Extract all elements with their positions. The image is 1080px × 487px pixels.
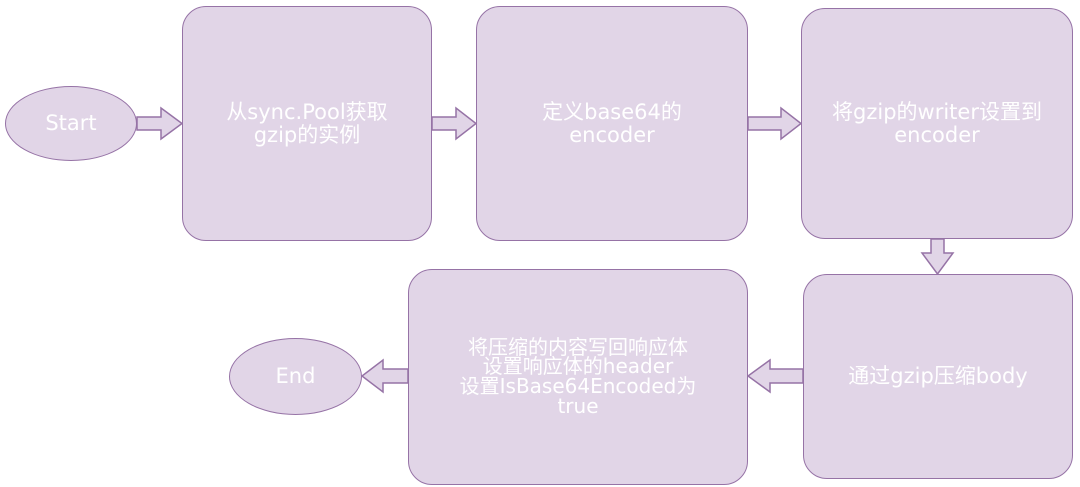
arrow-step2-to-step3 (747, 106, 803, 141)
step-write-response: 将压缩的内容写回响应体 设置响应体的header 设置IsBase64Encod… (408, 269, 748, 485)
arrow-step4-to-step5 (746, 358, 804, 394)
step-set-gzip-writer: 将gzip的writer设置到 encoder (801, 8, 1073, 239)
step-compress-body: 通过gzip压缩body (803, 274, 1073, 479)
arrow-step3-to-step4 (920, 238, 955, 276)
end-label: End (275, 364, 316, 389)
start-node: Start (5, 86, 137, 161)
step-get-gzip-instance-label: 从sync.Pool获取 gzip的实例 (226, 100, 388, 147)
step-write-response-label: 将压缩的内容写回响应体 设置响应体的header 设置IsBase64Encod… (459, 334, 697, 418)
arrow-start-to-step1 (136, 106, 184, 141)
step-get-gzip-instance: 从sync.Pool获取 gzip的实例 (182, 6, 432, 241)
step-compress-body-label: 通过gzip压缩body (848, 364, 1028, 389)
step-define-base64-encoder: 定义base64的 encoder (476, 6, 748, 241)
arrow-step5-to-end (360, 358, 409, 394)
end-node: End (229, 338, 362, 415)
start-label: Start (45, 111, 97, 136)
step-set-gzip-writer-label: 将gzip的writer设置到 encoder (832, 100, 1042, 147)
step-define-base64-encoder-label: 定义base64的 encoder (542, 100, 682, 147)
arrow-step1-to-step2 (431, 106, 478, 141)
